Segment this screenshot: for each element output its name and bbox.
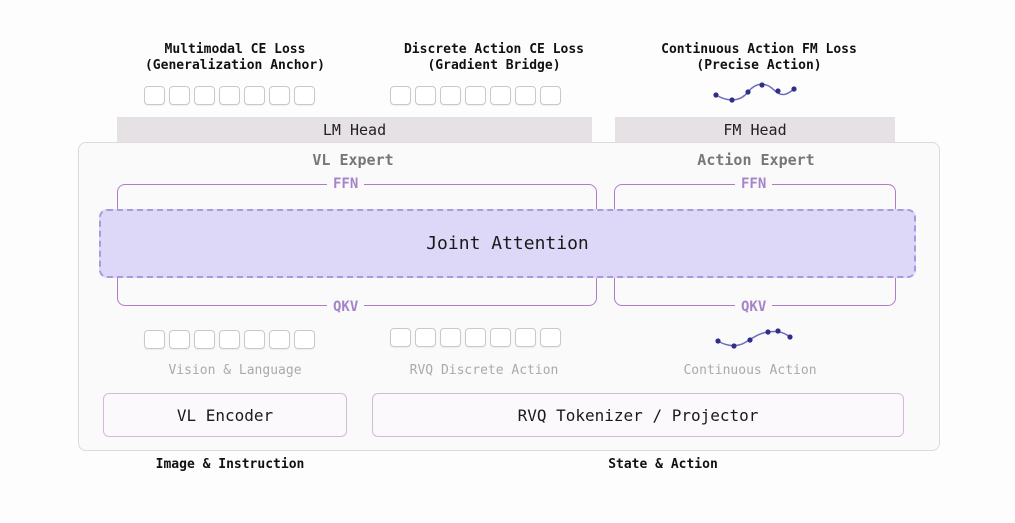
joint-attention-block: Joint Attention: [99, 209, 916, 278]
token: [440, 86, 461, 105]
action-qkv-label: QKV: [735, 299, 773, 315]
token: [465, 86, 486, 105]
vision-language-label: Vision & Language: [168, 363, 302, 378]
rvq-discrete-label: RVQ Discrete Action: [409, 363, 559, 378]
fm-head: FM Head: [615, 117, 895, 142]
rvq-tokenizer-block: RVQ Tokenizer / Projector: [372, 393, 904, 437]
token: [194, 86, 215, 105]
action-expert-title: Action Expert: [697, 151, 815, 169]
token: [219, 330, 240, 349]
token: [169, 86, 190, 105]
token: [540, 328, 561, 347]
token: [144, 86, 165, 105]
lm-head: LM Head: [117, 117, 592, 142]
continuous-input-curve: [715, 328, 793, 349]
token: [415, 328, 436, 347]
token: [540, 86, 561, 105]
discrete-loss-name: Discrete Action CE Loss: [403, 42, 584, 57]
image-instruction-label: Image & Instruction: [155, 457, 305, 472]
vl-encoder-label: VL Encoder: [176, 405, 274, 425]
token: [269, 330, 290, 349]
rvq-discrete-tokens: [390, 328, 561, 347]
multimodal-loss-title: Multimodal CE Loss (Generalization Ancho…: [135, 42, 335, 74]
token: [515, 328, 536, 347]
joint-attention-label: Joint Attention: [426, 233, 589, 254]
token: [294, 86, 315, 105]
vl-encoder-block: VL Encoder: [103, 393, 347, 437]
lm-head-label: LM Head: [322, 120, 387, 139]
token: [465, 328, 486, 347]
token: [490, 328, 511, 347]
continuous-loss-name: Continuous Action FM Loss: [661, 42, 857, 57]
token: [244, 86, 265, 105]
fm-head-label: FM Head: [723, 120, 787, 139]
continuous-loss-title: Continuous Action FM Loss (Precise Actio…: [644, 42, 874, 74]
multimodal-loss-role: (Generalization Anchor): [144, 58, 325, 73]
token: [219, 86, 240, 105]
token: [269, 86, 290, 105]
discrete-loss-title: Discrete Action CE Loss (Gradient Bridge…: [384, 42, 604, 74]
token: [169, 330, 190, 349]
token: [390, 86, 411, 105]
multimodal-output-tokens: [144, 86, 315, 105]
state-action-label: State & Action: [608, 457, 718, 472]
discrete-loss-role: (Gradient Bridge): [427, 58, 561, 73]
token: [294, 330, 315, 349]
vl-expert-title: VL Expert: [312, 151, 394, 169]
discrete-output-tokens: [390, 86, 561, 105]
token: [415, 86, 436, 105]
token: [144, 330, 165, 349]
continuous-output-curve: [713, 82, 797, 103]
token: [244, 330, 265, 349]
token: [515, 86, 536, 105]
vl-qkv-label: QKV: [327, 299, 365, 315]
token: [440, 328, 461, 347]
continuous-action-label: Continuous Action: [683, 363, 817, 378]
rvq-tokenizer-label: RVQ Tokenizer / Projector: [517, 405, 759, 425]
continuous-loss-role: (Precise Action): [696, 58, 822, 73]
token: [194, 330, 215, 349]
vl-ffn-label: FFN: [327, 176, 365, 192]
action-ffn-label: FFN: [735, 176, 773, 192]
vision-language-tokens: [144, 330, 315, 349]
multimodal-loss-name: Multimodal CE Loss: [164, 42, 306, 57]
token: [390, 328, 411, 347]
token: [490, 86, 511, 105]
